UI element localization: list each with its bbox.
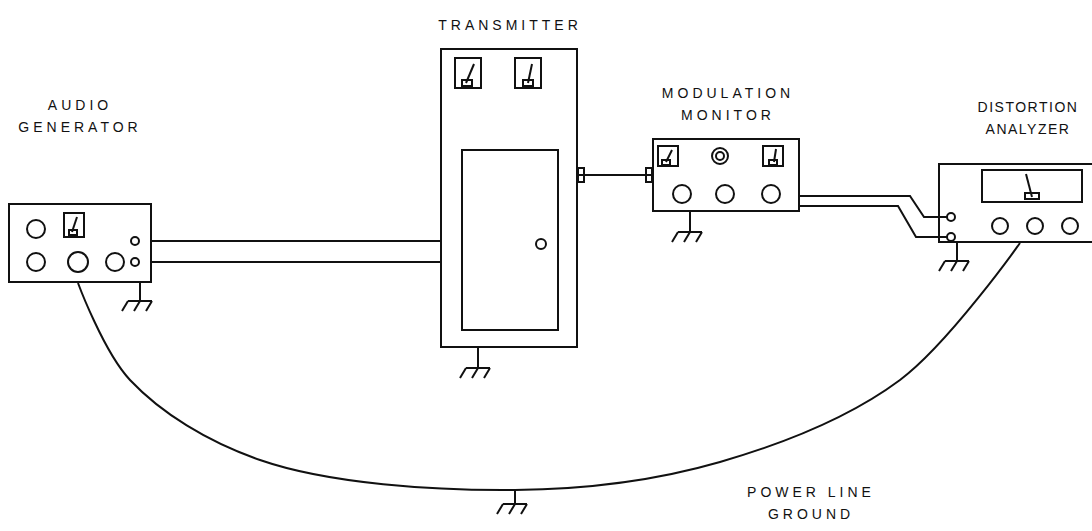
meter-pivot bbox=[523, 80, 533, 86]
control-knob bbox=[27, 220, 45, 238]
door-knob bbox=[536, 239, 546, 249]
rf-sample-cable bbox=[578, 174, 652, 176]
control-knob bbox=[762, 185, 780, 203]
instrument-label: DISTORTION ANALYZER bbox=[965, 96, 1091, 140]
meter-pivot bbox=[462, 80, 472, 86]
ground-symbol bbox=[460, 348, 490, 378]
panel-meter bbox=[982, 170, 1082, 202]
instrument-label: MODULATION MONITOR bbox=[653, 82, 803, 126]
ground-symbol bbox=[122, 283, 152, 311]
audio-wire-pair bbox=[152, 241, 440, 262]
control-knob bbox=[673, 185, 691, 203]
panel-meter bbox=[763, 146, 783, 166]
ground-loop-wire bbox=[78, 243, 1020, 490]
panel-meter bbox=[455, 58, 481, 88]
control-knob bbox=[992, 218, 1008, 234]
output-terminal bbox=[131, 237, 139, 245]
control-knob bbox=[68, 252, 88, 272]
ground-symbol bbox=[497, 490, 527, 514]
instrument-box: DISTORTION ANALYZER bbox=[938, 163, 1092, 243]
panel-meter bbox=[658, 146, 678, 166]
output-terminal bbox=[131, 258, 139, 266]
ground-symbol bbox=[672, 212, 702, 242]
control-knob bbox=[716, 152, 724, 160]
ground-label: POWER LINE GROUND bbox=[731, 481, 891, 525]
meter-pivot bbox=[769, 160, 777, 165]
control-knob bbox=[27, 253, 45, 271]
instrument-label: TRANSMITTER bbox=[425, 14, 595, 36]
panel-meter bbox=[64, 213, 84, 237]
control-knob bbox=[716, 185, 734, 203]
meter-pivot bbox=[1025, 193, 1039, 199]
cabinet-door bbox=[462, 150, 558, 330]
meter-pivot bbox=[662, 160, 670, 165]
control-knob bbox=[712, 148, 728, 164]
instrument-label: AUDIO GENERATOR bbox=[10, 94, 150, 138]
instrument-box: MODULATION MONITOR bbox=[652, 138, 800, 212]
input-terminal bbox=[947, 233, 955, 241]
input-terminal bbox=[947, 213, 955, 221]
panel-meter bbox=[515, 58, 541, 88]
transmitter-cabinet: TRANSMITTER bbox=[440, 48, 578, 348]
instrument-box: AUDIO GENERATOR bbox=[8, 203, 152, 283]
control-knob bbox=[1027, 218, 1043, 234]
ground-symbol bbox=[939, 243, 969, 271]
audio-wire-pair bbox=[800, 196, 938, 237]
meter-pivot bbox=[69, 230, 77, 235]
control-knob bbox=[1062, 218, 1078, 234]
control-knob bbox=[106, 253, 124, 271]
